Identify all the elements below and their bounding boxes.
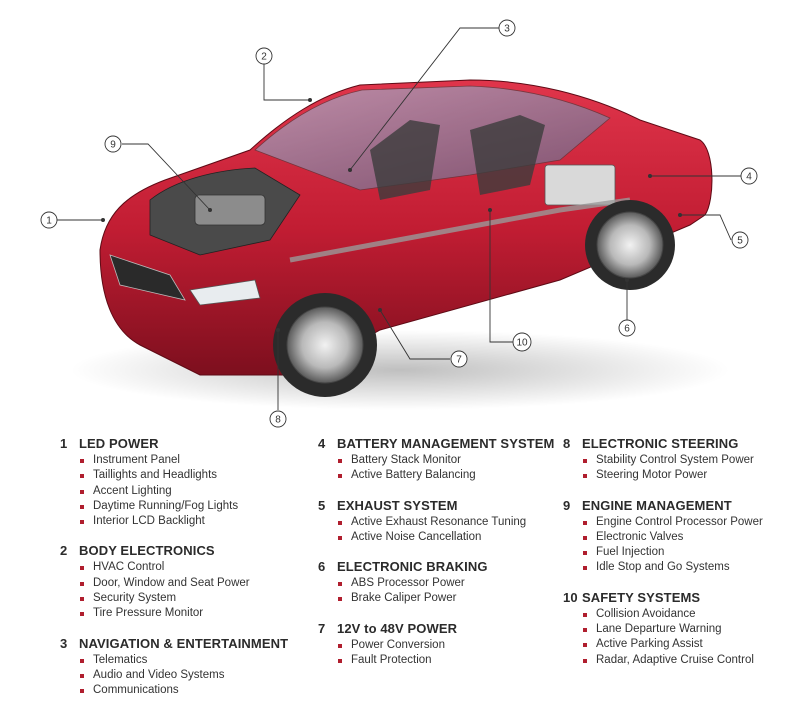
svg-text:10: 10 [516, 338, 528, 349]
system-item: Fault Protection [337, 653, 558, 668]
system-title: ELECTRONIC BRAKING [337, 559, 488, 575]
system-item: Daytime Running/Fog Lights [79, 499, 310, 514]
system-number: 5 [318, 497, 326, 513]
system-number: 10 [563, 589, 578, 605]
svg-text:5: 5 [737, 236, 743, 247]
callout-10: 10 [512, 332, 532, 352]
battery-pack [544, 164, 616, 206]
system-item: Interior LCD Backlight [79, 514, 310, 529]
system-battery-management: 4 BATTERY MANAGEMENT SYSTEM Battery Stack… [318, 436, 558, 484]
system-item: Active Exhaust Resonance Tuning [337, 515, 558, 530]
system-item: Battery Stack Monitor [337, 453, 558, 468]
system-title: ENGINE MANAGEMENT [582, 497, 732, 513]
system-number: 4 [318, 436, 326, 451]
system-item: Telematics [79, 653, 310, 668]
system-title: LED POWER [79, 436, 159, 451]
system-item: Taillights and Headlights [79, 468, 310, 483]
system-number: 9 [563, 497, 571, 513]
system-navigation-entertainment: 3 NAVIGATION & ENTERTAINMENT Telematics A… [60, 636, 310, 699]
system-item: Engine Control Processor Power [582, 515, 793, 530]
svg-text:1: 1 [46, 216, 52, 227]
callout-1: 1 [40, 211, 58, 229]
svg-text:9: 9 [110, 140, 116, 151]
system-title: SAFETY SYSTEMS [582, 589, 701, 605]
headlight [189, 279, 261, 306]
rear-seat [470, 115, 545, 195]
front-grille [109, 254, 186, 301]
system-item: Communications [79, 683, 310, 698]
system-led-power: 1 LED POWER Instrument Panel Taillights a… [60, 436, 310, 529]
callout-8: 8 [269, 410, 287, 428]
system-item: Security System [79, 591, 310, 606]
system-item: Idle Stop and Go Systems [582, 560, 793, 575]
system-item: Door, Window and Seat Power [79, 576, 310, 591]
drivetrain [289, 197, 631, 263]
system-body-electronics: 2 BODY ELECTRONICS HVAC Control Door, Win… [60, 543, 310, 621]
system-title: ELECTRONIC STEERING [582, 436, 739, 451]
system-item: Collision Avoidance [582, 607, 793, 622]
front-seat [370, 120, 440, 200]
legend-column-3: 8 ELECTRONIC STEERING Stability Control S… [563, 436, 793, 682]
system-item: HVAC Control [79, 560, 310, 575]
system-item: Active Parking Assist [582, 637, 793, 652]
system-item: Brake Caliper Power [337, 591, 558, 606]
system-item: Steering Motor Power [582, 468, 793, 483]
legend-column-1: 1 LED POWER Instrument Panel Taillights a… [60, 436, 310, 713]
system-number: 8 [563, 436, 571, 451]
front-rim [286, 306, 364, 384]
system-item: Electronic Valves [582, 530, 793, 545]
system-item: Active Noise Cancellation [337, 530, 558, 545]
system-item: Radar, Adaptive Cruise Control [582, 653, 793, 668]
engine-cover [194, 194, 266, 226]
system-exhaust: 5 EXHAUST SYSTEM Active Exhaust Resonance… [318, 498, 558, 546]
system-number: 3 [60, 635, 68, 651]
system-electronic-steering: 8 ELECTRONIC STEERING Stability Control S… [563, 436, 793, 484]
systems-legend: 1 LED POWER Instrument Panel Taillights a… [0, 436, 800, 708]
callout-5: 5 [731, 231, 749, 249]
system-item: Tire Pressure Monitor [79, 606, 310, 621]
callout-7: 7 [450, 350, 468, 368]
system-number: 7 [318, 620, 326, 636]
system-number: 6 [318, 559, 326, 575]
system-item: Instrument Panel [79, 453, 310, 468]
callout-4: 4 [740, 167, 758, 185]
car-cutaway-illustration: 1 2 3 4 5 6 7 8 9 10 [40, 19, 758, 428]
svg-text:7: 7 [456, 355, 462, 366]
system-title: 12V to 48V POWER [337, 620, 458, 636]
rear-rim [596, 211, 664, 279]
system-title: BODY ELECTRONICS [79, 543, 215, 559]
callout-3: 3 [498, 19, 516, 37]
callout-9: 9 [104, 135, 122, 153]
system-item: Active Battery Balancing [337, 468, 558, 483]
system-item: Lane Departure Warning [582, 622, 793, 637]
svg-text:6: 6 [624, 324, 630, 335]
system-engine-management: 9 ENGINE MANAGEMENT Engine Control Proces… [563, 498, 793, 576]
legend-column-2: 4 BATTERY MANAGEMENT SYSTEM Battery Stack… [318, 436, 558, 682]
svg-text:8: 8 [275, 415, 281, 426]
callout-2: 2 [255, 47, 273, 65]
svg-text:2: 2 [261, 52, 267, 63]
svg-text:4: 4 [746, 172, 752, 183]
system-item: Accent Lighting [79, 484, 310, 499]
svg-text:3: 3 [504, 24, 510, 35]
system-item: Fuel Injection [582, 545, 793, 560]
system-item: Audio and Video Systems [79, 668, 310, 683]
system-title: NAVIGATION & ENTERTAINMENT [79, 635, 289, 651]
callout-leaders [57, 27, 741, 410]
system-item: ABS Processor Power [337, 576, 558, 591]
callout-6: 6 [618, 319, 636, 337]
system-12v-48v-power: 7 12V to 48V POWER Power Conversion Fault… [318, 621, 558, 669]
system-title: BATTERY MANAGEMENT SYSTEM [337, 436, 555, 451]
system-item: Power Conversion [337, 638, 558, 653]
system-number: 2 [60, 543, 68, 559]
callout-dots [101, 98, 682, 332]
system-item: Stability Control System Power [582, 453, 793, 468]
system-title: EXHAUST SYSTEM [337, 497, 458, 513]
system-number: 1 [60, 436, 68, 451]
